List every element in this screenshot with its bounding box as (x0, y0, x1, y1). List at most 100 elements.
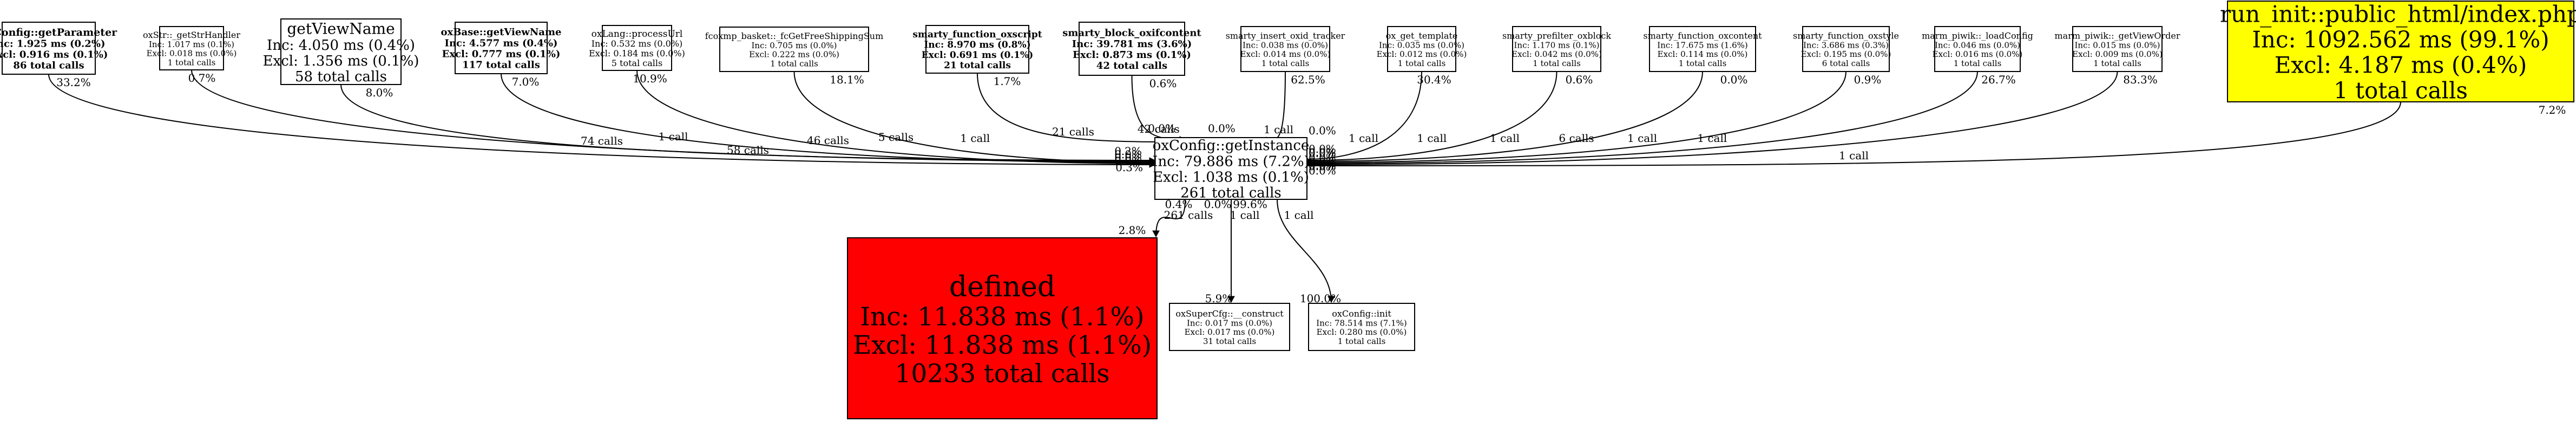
node-title: run_init::public_html/index.php (2220, 1, 2576, 27)
edge-calls-label: 1 call (659, 130, 688, 143)
node-stat: Inc: 39.781 ms (3.6%) (1072, 38, 1192, 50)
node-box (1154, 137, 1307, 200)
node-box (719, 27, 869, 72)
node-title: fcoxmp_basket::_fcGetFreeShippingSum (705, 31, 884, 41)
node-fcGetFreeShipping[interactable]: fcoxmp_basket::_fcGetFreeShippingSumInc:… (705, 27, 884, 72)
node-title: getViewName (287, 20, 395, 37)
node-stat: 1 total calls (1398, 59, 1446, 68)
node-stat: Excl: 0.691 ms (0.1%) (922, 50, 1034, 61)
node-stat: 1 total calls (1533, 59, 1581, 68)
edge-calls-label: 6 calls (1559, 132, 1594, 145)
node-stat: 1 total calls (1338, 336, 1386, 346)
node-box (1079, 22, 1185, 76)
node-stat: 86 total calls (13, 60, 84, 72)
node-box (159, 26, 224, 70)
edge-calls-label: 1 call (1264, 123, 1293, 136)
node-box (455, 22, 548, 74)
node-stat: Excl: 0.114 ms (0.0%) (1658, 49, 1748, 59)
edge-getInstance-to-defined (1155, 199, 1186, 237)
node-stat: Inc: 79.886 ms (7.2%) (1152, 153, 1309, 170)
edge-fcGetFreeShipping-to-getInstance (793, 71, 1156, 163)
node-stat: Inc: 0.532 ms (0.0%) (592, 38, 683, 49)
node-box (1512, 26, 1601, 72)
node-box (2227, 1, 2574, 102)
node-stat: 1 total calls (1261, 59, 1310, 68)
edge-tail-percent: 83.3% (2123, 73, 2158, 86)
node-title: smarty_insert_oxid_tracker (1226, 30, 1345, 41)
node-stat: Excl: 11.838 ms (1.1%) (853, 330, 1152, 360)
arrowhead (1227, 296, 1235, 303)
node-stat: Excl: 0.195 ms (0.0%) (1801, 49, 1891, 59)
edge-tail-percent: 0.6% (1566, 73, 1593, 86)
edge-head-percent: 0.0% (1309, 159, 1336, 172)
edge-calls-label: 46 calls (807, 134, 849, 147)
node-title: smarty_function_oxcontent (1643, 30, 1762, 41)
node-title: smarty_block_oxifcontent (1062, 28, 1201, 39)
node-stat: Excl: 0.777 ms (0.1%) (442, 48, 561, 60)
edge-tail-percent: 0.6% (1149, 77, 1177, 90)
edge-head-percent: 0.0% (1309, 142, 1336, 155)
node-stat: Excl: 0.222 ms (0.0%) (749, 50, 839, 60)
edge-calls-label: 1 call (1284, 209, 1314, 222)
edge-oxcontent-to-getInstance (1306, 71, 1703, 162)
edge-head-percent: 0.0% (1148, 122, 1175, 135)
node-box (925, 25, 1029, 74)
node-box (1387, 26, 1456, 72)
node-stat: 117 total calls (462, 60, 540, 71)
edge-head-percent: 0.2% (1114, 145, 1142, 158)
node-box (1934, 26, 2021, 72)
arrowhead (1150, 159, 1157, 166)
node-stat: 1 total calls (770, 59, 818, 68)
node-stat: Inc: 0.038 ms (0.0%) (1243, 40, 1328, 50)
edge-tail-percent: 10.9% (633, 72, 667, 85)
node-stat: Excl: 0.014 ms (0.0%) (1240, 49, 1331, 59)
node-stat: Inc: 11.838 ms (1.1%) (860, 302, 1144, 332)
node-stat: Excl: 1.038 ms (0.1%) (1153, 169, 1309, 185)
node-stat: Excl: 0.042 ms (0.0%) (1512, 49, 1602, 59)
node-stat: Inc: 1.925 ms (0.2%) (0, 38, 105, 49)
node-stat: 1 total calls (168, 57, 216, 67)
edge-oxidblock-to-getInstance (1306, 71, 1558, 161)
node-stat: 31 total calls (1203, 336, 1256, 346)
node-stat: Inc: 8.970 ms (0.8%) (924, 40, 1030, 50)
node-stat: 6 total calls (1822, 59, 1870, 68)
node-stat: 10233 total calls (895, 359, 1109, 389)
arrowhead (1152, 230, 1160, 238)
node-box (2, 22, 96, 75)
edge-calls-label: 261 calls (1164, 209, 1213, 222)
node-box (1802, 26, 1890, 72)
edge-calls-label: 1 call (1417, 132, 1447, 145)
node-stat: Inc: 0.035 ms (0.0%) (1379, 40, 1464, 50)
edge-calls-label: 1 call (1627, 132, 1657, 145)
node-stat: 261 total calls (1180, 185, 1282, 202)
edge-getParameter-to-getInstance (48, 74, 1155, 165)
node-stat: Inc: 17.675 ms (1.6%) (1657, 40, 1748, 50)
edge-calls-label: 42 calls (1138, 122, 1180, 135)
node-stat: Inc: 3.686 ms (0.3%) (1803, 40, 1889, 50)
edge-oxstyle-to-getInstance (1306, 71, 1846, 163)
node-stat: 1 total calls (2093, 59, 2141, 68)
edge-calls-label: 1 call (1697, 132, 1727, 145)
edge-head-percent: 0.0% (1114, 151, 1142, 164)
